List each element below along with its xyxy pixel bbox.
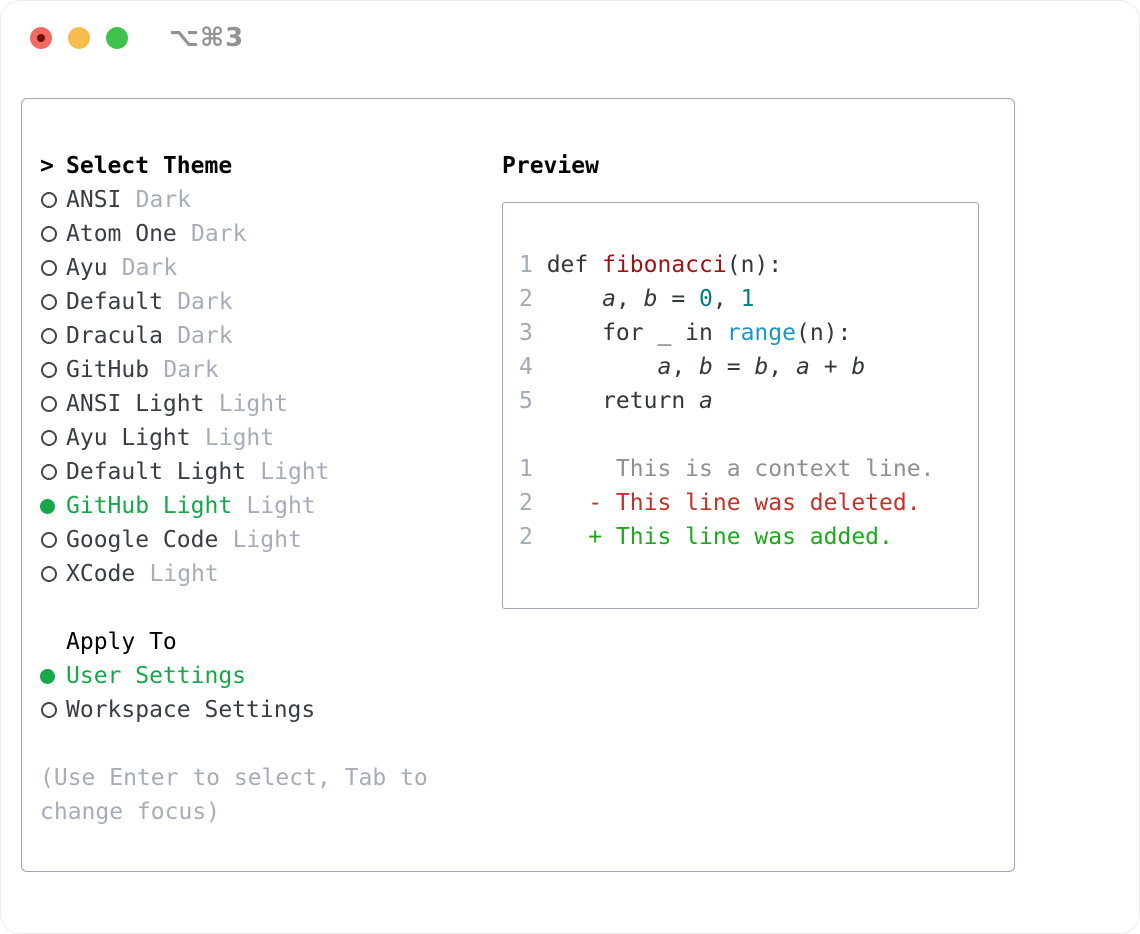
apply-to-title: Apply To — [66, 629, 177, 655]
theme-tag: Light — [232, 527, 302, 553]
theme-option-ayu-dark[interactable]: Ayu Dark — [40, 251, 490, 285]
radio-unselected-icon — [41, 260, 57, 276]
theme-tag: Dark — [177, 323, 233, 349]
radio-selected-icon — [40, 498, 55, 514]
code-line: 4 a, b = b, a + b — [519, 354, 866, 380]
title-bar: ⌥⌘3 — [1, 1, 1139, 75]
traffic-light-zoom-icon[interactable] — [106, 27, 128, 49]
apply-to-header: Apply To — [40, 625, 490, 659]
radio-unselected-icon — [41, 566, 57, 582]
theme-tag: Light — [149, 561, 219, 587]
radio-unselected-icon — [41, 430, 57, 446]
radio-unselected-icon — [41, 702, 57, 718]
apply-option-workspace-settings[interactable]: Workspace Settings — [40, 693, 490, 727]
diff-deleted-line: 2 - This line was deleted. — [519, 490, 921, 516]
code-line: 3 for _ in range(n): — [519, 320, 852, 346]
theme-name: Default Light — [66, 459, 247, 485]
radio-unselected-icon — [41, 396, 57, 412]
theme-tag: Light — [246, 493, 316, 519]
theme-option-xcode[interactable]: XCode Light — [40, 557, 490, 591]
theme-name: ANSI Light — [66, 391, 205, 417]
theme-name: Atom One — [66, 221, 177, 247]
theme-name: Google Code — [66, 527, 219, 553]
apply-option-label: Workspace Settings — [66, 697, 316, 723]
keyboard-hint-line-2: change focus) — [40, 799, 221, 825]
radio-unselected-icon — [41, 192, 57, 208]
theme-name: GitHub — [66, 357, 150, 383]
theme-option-github-dark[interactable]: GitHub Dark — [40, 353, 490, 387]
radio-unselected-icon — [41, 294, 57, 310]
theme-name: Ayu — [66, 255, 108, 281]
radio-unselected-icon — [41, 362, 57, 378]
theme-name: XCode — [66, 561, 136, 587]
theme-option-ayu-light[interactable]: Ayu Light Light — [40, 421, 490, 455]
select-theme-header: > Select Theme — [40, 149, 490, 183]
apply-option-user-settings[interactable]: User Settings — [40, 659, 490, 693]
prompt-caret-icon: > — [40, 153, 54, 179]
window-shortcut-label: ⌥⌘3 — [169, 23, 245, 53]
theme-option-ansi-dark[interactable]: ANSI Dark — [40, 183, 490, 217]
apply-option-label: User Settings — [66, 663, 247, 689]
radio-unselected-icon — [41, 226, 57, 242]
select-theme-title: Select Theme — [66, 153, 233, 179]
theme-tag: Light — [204, 425, 275, 451]
preview-title: Preview — [502, 153, 599, 179]
radio-unselected-icon — [41, 464, 57, 480]
traffic-light-minimize-icon[interactable] — [68, 27, 90, 49]
radio-unselected-icon — [41, 328, 57, 344]
theme-name: GitHub Light — [66, 493, 233, 519]
theme-option-github-light[interactable]: GitHub Light Light — [40, 489, 490, 523]
keyboard-hint-line-1: (Use Enter to select, Tab to — [40, 765, 428, 791]
theme-option-default-light[interactable]: Default Light Light — [40, 455, 490, 489]
radio-unselected-icon — [41, 532, 57, 548]
theme-option-dracula-dark[interactable]: Dracula Dark — [40, 319, 490, 353]
theme-tag: Dark — [163, 357, 219, 383]
diff-added-line: 2 + This line was added. — [519, 524, 893, 550]
spacer — [40, 727, 490, 761]
theme-picker-panel: > Select Theme ANSI Dark Atom One Dark A… — [21, 98, 1015, 872]
theme-option-google-code[interactable]: Google Code Light — [40, 523, 490, 557]
theme-name: Default — [66, 289, 163, 315]
radio-selected-icon — [40, 668, 55, 684]
code-line: 5 return a — [519, 388, 713, 414]
theme-name: ANSI — [66, 187, 122, 213]
spacer — [40, 591, 490, 625]
theme-menu: > Select Theme ANSI Dark Atom One Dark A… — [40, 149, 490, 829]
theme-tag: Dark — [135, 187, 192, 213]
theme-option-atom-one-dark[interactable]: Atom One Dark — [40, 217, 490, 251]
theme-tag: Light — [260, 459, 330, 485]
traffic-light-close-icon[interactable] — [30, 27, 52, 49]
blank-line — [519, 422, 978, 456]
theme-tag: Dark — [191, 221, 247, 247]
theme-tag: Dark — [177, 289, 233, 315]
theme-name: Ayu Light — [66, 425, 191, 451]
code-line: 2 a, b = 0, 1 — [519, 286, 755, 312]
diff-context-line: 1 This is a context line. — [519, 456, 935, 482]
theme-option-ansi-light[interactable]: ANSI Light Light — [40, 387, 490, 421]
theme-tag: Light — [218, 391, 288, 417]
theme-tag: Dark — [121, 255, 178, 281]
theme-name: Dracula — [66, 323, 163, 349]
theme-option-default-dark[interactable]: Default Dark — [40, 285, 490, 319]
